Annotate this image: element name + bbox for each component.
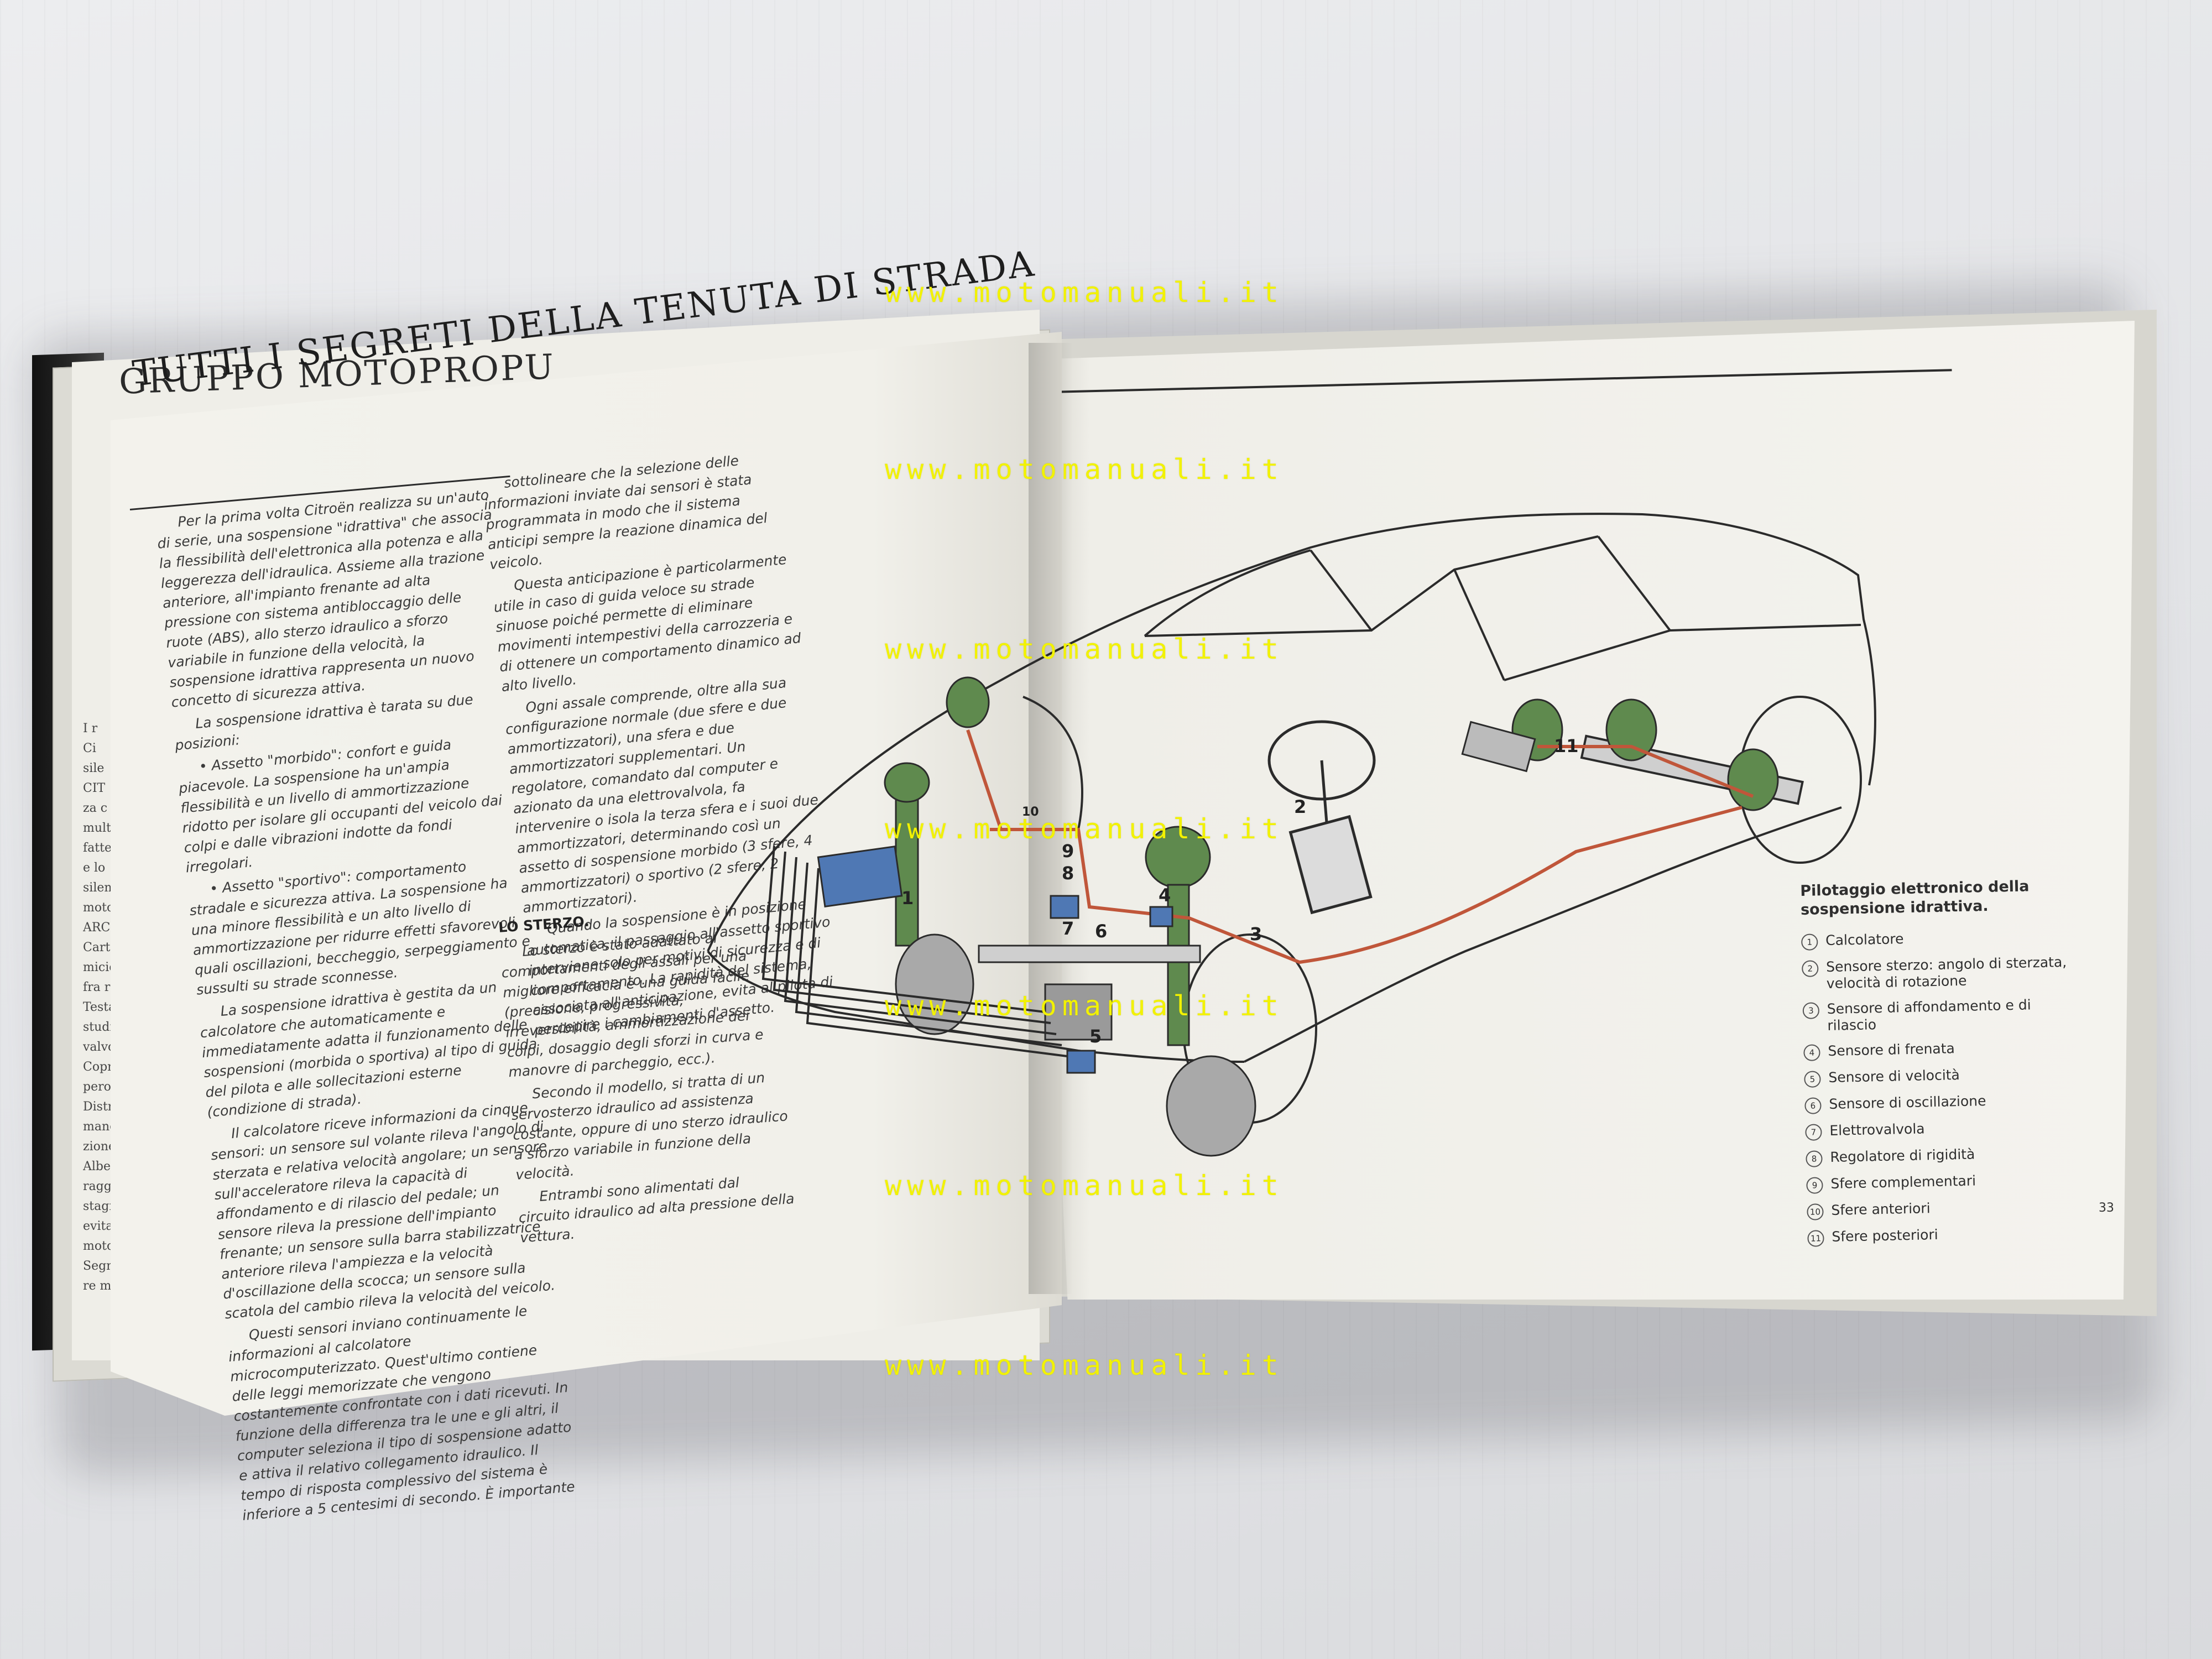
legend-label: Sensore di frenata bbox=[1828, 1040, 1955, 1060]
legend-label: Sfere posteriori bbox=[1832, 1226, 1938, 1245]
legend-item: 2 Sensore sterzo: angolo di sterzata, vel… bbox=[1801, 953, 2068, 993]
callout-3: 3 bbox=[1250, 924, 1262, 945]
legend-number-badge: 10 bbox=[1807, 1203, 1824, 1220]
underlying-text-fragment: CIT bbox=[83, 781, 106, 795]
legend-item: 3 Sensore di affondamento e di rilascio bbox=[1802, 996, 2069, 1035]
front-axle bbox=[884, 676, 1256, 1157]
watermark-text: www.motomanuali.it bbox=[885, 453, 1284, 486]
callout-8: 8 bbox=[1062, 863, 1074, 884]
wiring-harness bbox=[761, 846, 1068, 1057]
underlying-text-fragment: moto bbox=[83, 901, 114, 915]
callout-11: 11 bbox=[1554, 735, 1579, 757]
legend-number-badge: 5 bbox=[1804, 1071, 1821, 1088]
legend-item: 4 Sensore di frenata bbox=[1803, 1038, 2069, 1061]
underlying-text-fragment: sile bbox=[83, 761, 105, 775]
hydraulic-lines bbox=[966, 729, 1754, 964]
legend-label: Sensore di oscillazione bbox=[1829, 1093, 1986, 1112]
underlying-text-fragment: za c bbox=[83, 801, 108, 815]
legend-number-badge: 6 bbox=[1804, 1097, 1822, 1114]
legend-number-badge: 2 bbox=[1801, 960, 1819, 977]
underlying-text-fragment: fatte bbox=[83, 841, 112, 855]
legend-number-badge: 3 bbox=[1802, 1002, 1820, 1019]
book-spine bbox=[1029, 343, 1073, 1294]
callout-1: 1 bbox=[901, 888, 914, 909]
watermark-text: www.motomanuali.it bbox=[885, 1349, 1284, 1381]
legend-label: Calcolatore bbox=[1825, 931, 1904, 949]
legend-title: Pilotaggio elettronico della sospensione… bbox=[1800, 878, 2030, 919]
callout-4: 4 bbox=[1159, 885, 1171, 906]
legend-item: 9 Sfere complementari bbox=[1806, 1171, 2072, 1194]
paragraph: • Assetto "morbido": confort e guida pia… bbox=[178, 736, 503, 876]
callout-9: 9 bbox=[1062, 841, 1074, 862]
legend-item: 1 Calcolatore bbox=[1801, 927, 2067, 951]
legend-number-badge: 1 bbox=[1801, 933, 1818, 951]
underlying-text-fragment: I r bbox=[83, 722, 98, 735]
legend-list: 1 Calcolatore 2 Sensore sterzo: angolo di s… bbox=[1801, 927, 2073, 1247]
legend-label: Elettrovalvola bbox=[1829, 1120, 1925, 1139]
diagram-legend: Pilotaggio elettronico della sospensione… bbox=[1800, 877, 2073, 1256]
legend-label: Sfere complementari bbox=[1830, 1172, 1976, 1192]
underlying-text-fragment: Ci bbox=[83, 742, 96, 755]
legend-label: Sensore di affondamento e di rilascio bbox=[1827, 997, 2031, 1034]
watermark-text: www.motomanuali.it bbox=[885, 813, 1284, 845]
watermark-text: www.motomanuali.it bbox=[885, 1170, 1284, 1202]
suspension-diagram: 1 2 3 4 5 6 7 8 9 10 11 bbox=[707, 513, 1876, 1157]
diagram-callouts: 1 2 3 4 5 6 7 8 9 10 11 bbox=[901, 735, 1579, 1047]
paragraph: La sospensione idrattiva è gestita da un… bbox=[199, 979, 538, 1120]
car-outline bbox=[707, 513, 1876, 1124]
paragraph: Questi sensori inviano continuamente le … bbox=[228, 1302, 576, 1524]
rear-axle bbox=[1461, 698, 1804, 811]
legend-label: Sfere anteriori bbox=[1831, 1200, 1931, 1218]
watermark-text: www.motomanuali.it bbox=[885, 633, 1284, 665]
legend-label: Sensore sterzo: angolo di sterzata, velo… bbox=[1825, 953, 2067, 992]
steering-wheel bbox=[1267, 720, 1376, 915]
legend-item: 8 Regolatore di rigidità bbox=[1806, 1144, 2072, 1167]
underlying-text-fragment: e lo bbox=[83, 861, 106, 875]
paragraph: Per la prima volta Citroën realizza su u… bbox=[156, 487, 493, 711]
page-number: 33 bbox=[2099, 1201, 2114, 1215]
calculator-module bbox=[817, 846, 903, 907]
legend-item: 11 Sfere posteriori bbox=[1807, 1224, 2073, 1247]
paragraph: • Assetto "sportivo": comportamento stra… bbox=[189, 858, 531, 998]
legend-number-badge: 8 bbox=[1806, 1150, 1823, 1167]
underlying-text-fragment: mult bbox=[83, 821, 111, 835]
legend-label: Sensore di velocità bbox=[1828, 1067, 1960, 1086]
callout-2: 2 bbox=[1294, 796, 1306, 817]
paragraph: Il calcolatore riceve informazioni da ci… bbox=[210, 1099, 556, 1322]
electrovalve-module bbox=[1050, 895, 1079, 919]
callout-7: 7 bbox=[1062, 918, 1074, 939]
watermark-text: www.motomanuali.it bbox=[885, 276, 1284, 309]
legend-item: 10 Sfere anteriori bbox=[1807, 1197, 2073, 1220]
legend-number-badge: 9 bbox=[1806, 1177, 1823, 1194]
watermark-text: www.motomanuali.it bbox=[885, 990, 1284, 1022]
callout-6: 6 bbox=[1095, 921, 1107, 942]
legend-number-badge: 11 bbox=[1807, 1230, 1824, 1247]
legend-item: 5 Sensore di velocità bbox=[1804, 1065, 2070, 1088]
legend-number-badge: 7 bbox=[1805, 1124, 1822, 1141]
callout-5: 5 bbox=[1089, 1026, 1102, 1047]
legend-item: 6 Sensore di oscillazione bbox=[1804, 1091, 2070, 1114]
speed-sensor-module bbox=[1066, 1050, 1096, 1074]
callout-10: 10 bbox=[1022, 805, 1039, 819]
legend-number-badge: 4 bbox=[1803, 1044, 1820, 1061]
legend-label: Regolatore di rigidità bbox=[1830, 1146, 1975, 1165]
brake-sensor-module bbox=[1149, 906, 1173, 927]
legend-item: 7 Elettrovalvola bbox=[1805, 1118, 2071, 1141]
